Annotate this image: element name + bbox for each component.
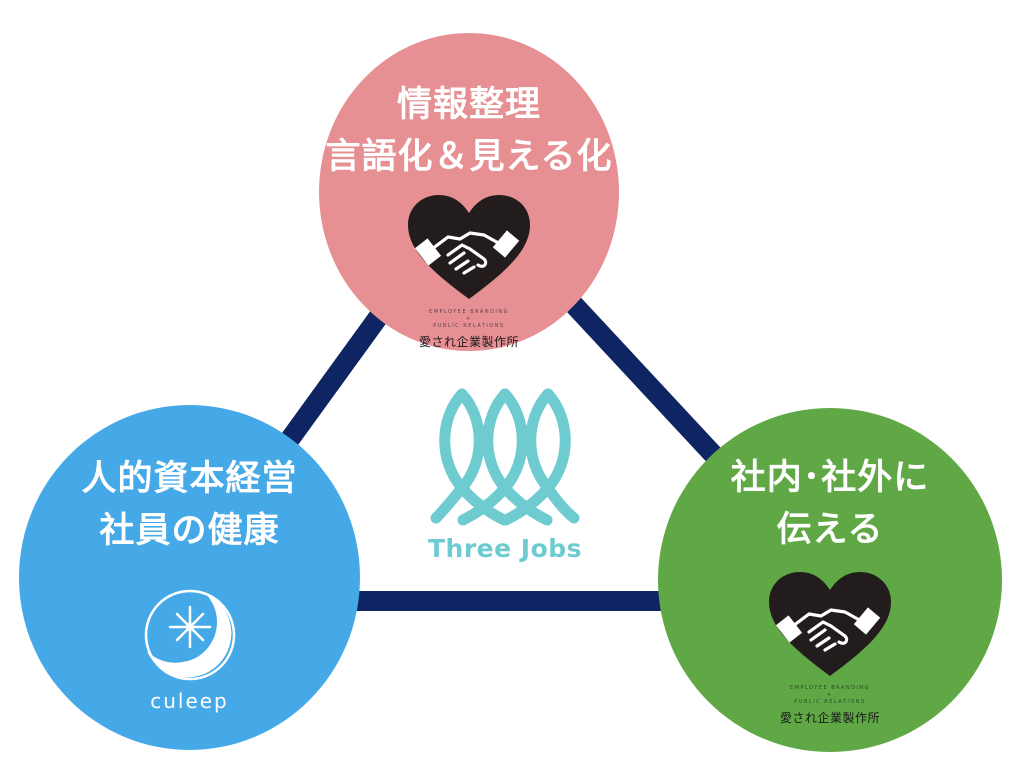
heart-handshake-icon [408,195,530,299]
three-jobs-logo: Three Jobs [420,388,590,563]
three-jobs-brand: Three Jobs [427,534,583,563]
tiny-caption: EMPLOYEE BRANDING × PUBLIC RELATIONS [790,685,870,706]
tiny-text-line-3: PUBLIC RELATIONS [433,323,505,329]
tiny-text-line-1: EMPLOYEE BRANDING [789,685,871,691]
crescent-moon-star-icon [144,589,235,681]
tiny-text-line-2: × [466,316,472,322]
node-title: 社内･社外に 伝える [730,458,930,550]
culeep-brand: culeep [150,689,229,713]
node-title: 情報整理 言語化＆見える化 [325,85,613,177]
tiny-text-line-2: × [827,692,833,698]
tiny-caption: EMPLOYEE BRANDING × PUBLIC RELATIONS [429,309,509,330]
three-fish-loop-icon [430,388,580,526]
tiny-text-line-3: PUBLIC RELATIONS [794,699,866,705]
node-information-organization: 情報整理 言語化＆見える化 EMPLOYEE BRANDING × PUBLIC… [319,33,619,351]
node-human-capital: 人的資本経営 社員の健康 culeep [19,405,360,750]
company-name: 愛され企業製作所 [418,335,519,349]
node-communication: 社内･社外に 伝える EMPLOYEE BRANDING × PUBLIC RE… [658,408,1002,752]
heart-handshake-icon [769,572,891,676]
tiny-text-line-1: EMPLOYEE BRANDING [428,309,510,315]
node-title: 人的資本経営 社員の健康 [81,459,298,551]
company-name: 愛され企業製作所 [779,711,880,725]
